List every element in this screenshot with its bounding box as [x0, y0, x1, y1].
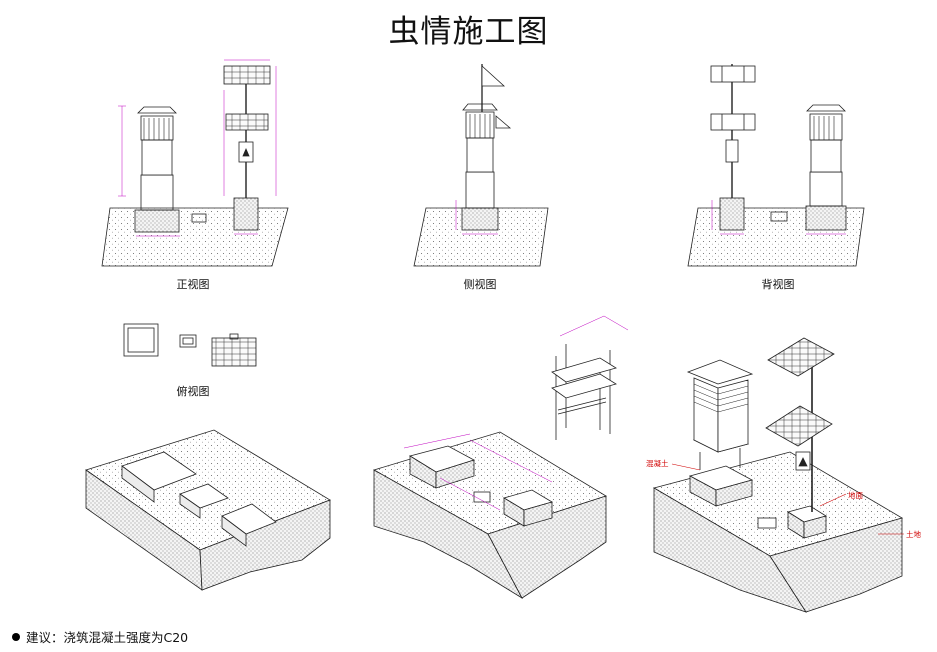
- foundation-iso-drawing: [372, 431, 607, 600]
- note-text: 建议：浇筑混凝土强度为C20: [26, 630, 189, 645]
- front-view-drawing: [101, 65, 289, 267]
- back-view-drawing: [687, 64, 865, 267]
- foundation-iso-dimensions: [403, 433, 553, 511]
- side-view-caption: 侧视图: [463, 278, 497, 291]
- back-view-dimensions: [711, 200, 846, 235]
- callout-concrete: 混凝土: [646, 459, 669, 468]
- page-title: 虫情施工图: [388, 14, 549, 50]
- front-view-dimensions: [118, 59, 277, 237]
- bracket-iso-drawing: [551, 344, 617, 440]
- back-view-caption: 背视图: [761, 278, 795, 291]
- installed-callout-leaders: [671, 463, 904, 535]
- callout-ground: 地面: [848, 491, 863, 500]
- front-view-caption: 正视图: [176, 278, 210, 291]
- bullet-icon: [12, 633, 20, 641]
- side-view-drawing: [413, 64, 549, 267]
- construction-note: 建议：浇筑混凝土强度为C20: [12, 627, 188, 646]
- side-view-dimensions: [455, 200, 498, 235]
- callout-soil: 土地: [906, 530, 921, 539]
- top-view-drawing: [123, 323, 257, 367]
- top-view-caption: 俯视图: [176, 385, 210, 398]
- installed-iso-drawing: [652, 337, 904, 613]
- excavation-iso-drawing: [85, 429, 331, 591]
- bracket-iso-dimension: [559, 315, 629, 337]
